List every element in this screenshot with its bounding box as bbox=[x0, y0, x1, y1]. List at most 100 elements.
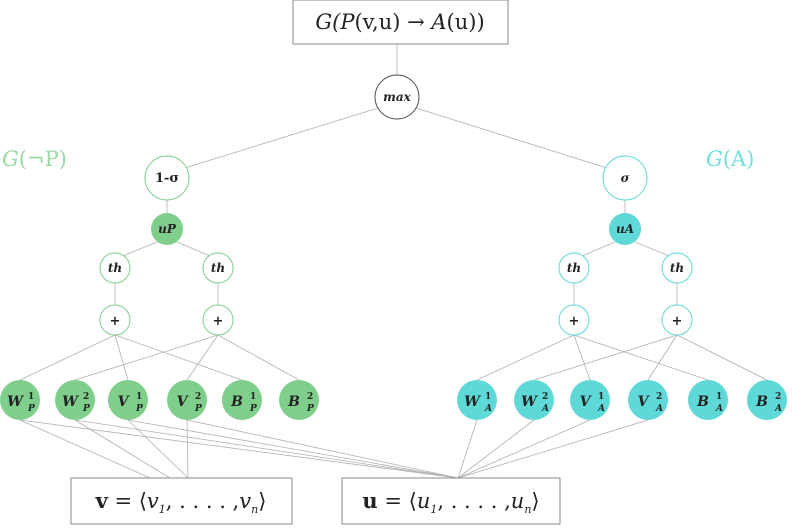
leaf-subscript: A bbox=[541, 404, 549, 414]
leaf-superscript: 1 bbox=[136, 392, 142, 402]
edge-plus-leaf bbox=[476, 334, 575, 381]
leaf-superscript: 2 bbox=[307, 392, 313, 402]
leaf-subscript: A bbox=[484, 404, 492, 414]
leaf-subscript: A bbox=[655, 404, 663, 414]
leaf-circle bbox=[688, 380, 728, 420]
leaf-circle bbox=[222, 380, 262, 420]
svg-text:+: + bbox=[672, 314, 683, 329]
u-vector-formula: u = ⟨u1, . . . . ,un⟩ bbox=[362, 488, 539, 516]
edge-plus-leaf bbox=[573, 334, 709, 381]
leaf-superscript: 1 bbox=[485, 392, 491, 402]
v-input-box: v = ⟨v1, . . . . ,vn⟩ bbox=[70, 477, 293, 525]
title-formula: G(P(v,u) → A(u)) bbox=[315, 10, 484, 34]
svg-text:th: th bbox=[108, 261, 122, 275]
up-node: uP bbox=[151, 213, 183, 245]
svg-text:max: max bbox=[383, 90, 411, 104]
leaf-circle bbox=[55, 380, 95, 420]
leaf-symbol: B bbox=[755, 394, 768, 410]
leaf-superscript: 2 bbox=[195, 392, 201, 402]
edge-leaf-v bbox=[74, 419, 171, 479]
plus-node-right-1: + bbox=[558, 304, 590, 336]
edge-leaf-u bbox=[457, 419, 478, 479]
svg-text:uP: uP bbox=[158, 222, 177, 236]
negated-p-label: G(¬P) bbox=[2, 147, 67, 171]
leaf-symbol: B bbox=[287, 394, 300, 410]
plus-node-right-2: + bbox=[661, 304, 693, 336]
edge-plus-leaf bbox=[186, 334, 219, 381]
edge-leaf-u bbox=[457, 419, 649, 479]
th-node-left-1: th bbox=[99, 252, 131, 284]
leaf-circle bbox=[570, 380, 610, 420]
leaf-symbol: W bbox=[7, 394, 24, 410]
edge-plus-leaf bbox=[74, 334, 219, 381]
svg-text:σ: σ bbox=[621, 171, 630, 185]
svg-text:+: + bbox=[569, 314, 580, 329]
edge-max-right bbox=[415, 107, 608, 169]
plus-node-left-1: + bbox=[99, 304, 131, 336]
edge-leaf-u bbox=[457, 419, 591, 479]
leaf-superscript: 1 bbox=[28, 392, 34, 402]
leaf-superscript: 2 bbox=[656, 392, 662, 402]
edge-leaf-v bbox=[186, 419, 189, 479]
svg-text:+: + bbox=[213, 314, 224, 329]
leaf-symbol: V bbox=[638, 394, 651, 410]
edge-plus-leaf bbox=[114, 334, 129, 381]
u-input-box: u = ⟨u1, . . . . ,un⟩ bbox=[341, 477, 561, 525]
edge-up-th bbox=[176, 241, 211, 257]
v-vector-formula: v = ⟨v1, . . . . ,vn⟩ bbox=[95, 488, 267, 516]
edge-leaf-u bbox=[74, 419, 459, 479]
leaf-subscript: P bbox=[194, 404, 202, 414]
leaf-superscript: 2 bbox=[83, 392, 89, 402]
leaf-circle bbox=[457, 380, 497, 420]
edge-leaf-u bbox=[457, 419, 535, 479]
edge-plus-leaf bbox=[533, 334, 678, 381]
edge-plus-leaf bbox=[647, 334, 678, 381]
edge-up-th bbox=[122, 241, 158, 257]
leaf-symbol: W bbox=[464, 394, 481, 410]
leaf-circle bbox=[167, 380, 207, 420]
leaf-subscript: P bbox=[306, 404, 314, 414]
one-minus-sigma-node: 1-σ bbox=[144, 155, 190, 201]
max-node: max bbox=[374, 74, 420, 120]
svg-text:+: + bbox=[110, 314, 121, 329]
edge-plus-leaf bbox=[19, 334, 116, 381]
leaf-superscript: 1 bbox=[598, 392, 604, 402]
leaf-subscript: P bbox=[27, 404, 35, 414]
leaf-circle bbox=[0, 380, 40, 420]
edge-ua-th bbox=[581, 241, 616, 257]
leaf-subscript: P bbox=[135, 404, 143, 414]
th-node-left-2: th bbox=[202, 252, 234, 284]
plus-node-left-2: + bbox=[202, 304, 234, 336]
leaf-circle bbox=[628, 380, 668, 420]
leaf-superscript: 2 bbox=[542, 392, 548, 402]
leaf-superscript: 1 bbox=[716, 392, 722, 402]
leaf-circle bbox=[108, 380, 148, 420]
edge-max-left bbox=[184, 107, 379, 169]
leaf-subscript: A bbox=[715, 404, 723, 414]
th-node-right-2: th bbox=[661, 252, 693, 284]
leaf-circle bbox=[279, 380, 319, 420]
leaf-circle bbox=[747, 380, 787, 420]
a-label: G(A) bbox=[706, 147, 754, 171]
edge-plus-leaf bbox=[573, 334, 591, 381]
title-box: G(P(v,u) → A(u)) bbox=[292, 0, 509, 45]
edge-plus-leaf bbox=[114, 334, 243, 381]
th-node-right-1: th bbox=[558, 252, 590, 284]
leaf-symbol: V bbox=[580, 394, 593, 410]
leaf-symbol: W bbox=[521, 394, 538, 410]
edge-plus-leaf bbox=[217, 334, 300, 381]
leaf-superscript: 2 bbox=[775, 392, 781, 402]
leaf-symbol: W bbox=[62, 394, 79, 410]
svg-text:th: th bbox=[670, 261, 684, 275]
leaf-symbol: V bbox=[118, 394, 131, 410]
leaf-subscript: A bbox=[597, 404, 605, 414]
